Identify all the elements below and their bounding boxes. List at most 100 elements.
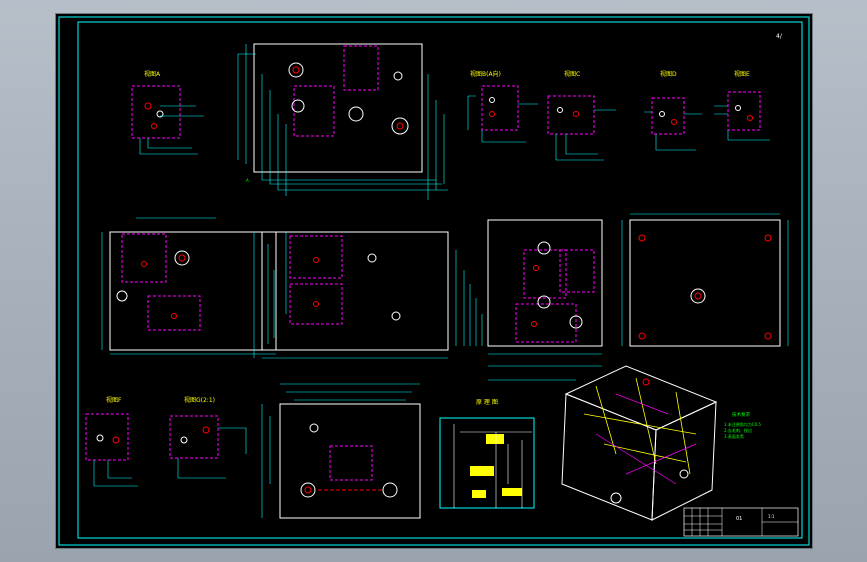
flow-lines xyxy=(453,424,532,508)
port xyxy=(396,122,404,130)
dimension-lines xyxy=(101,217,287,355)
valve-mount xyxy=(329,445,373,481)
port xyxy=(174,250,190,266)
port xyxy=(112,436,120,444)
view-center-middle xyxy=(253,231,449,359)
valve-symbol xyxy=(502,488,522,496)
port xyxy=(348,106,364,122)
valve-mount-2 xyxy=(289,283,343,325)
dimension-lines xyxy=(261,383,420,518)
port xyxy=(313,301,319,307)
dimension-lines xyxy=(621,213,789,346)
view-f: 视图F xyxy=(85,396,138,487)
port xyxy=(144,102,152,110)
drawing-sheet: 4/ 视图A A 视图B(A向) 视图C xyxy=(56,14,812,548)
view-b: 视图B(A向) xyxy=(467,70,538,143)
title-block-partno: 01 xyxy=(736,516,742,522)
port xyxy=(156,110,164,118)
isometric-view xyxy=(561,365,718,521)
dimension-lines xyxy=(177,427,247,479)
view-far-right-middle xyxy=(621,213,789,347)
port xyxy=(735,105,741,111)
dimension-lines xyxy=(237,44,448,200)
view-g-body xyxy=(169,415,219,459)
port xyxy=(393,71,403,81)
port xyxy=(391,311,401,321)
port xyxy=(292,66,300,74)
view-b-label: 视图B(A向) xyxy=(470,70,501,78)
dimension-lines xyxy=(467,95,538,143)
note-line: 1.未注倒角均为C0.5 xyxy=(724,421,761,427)
inner-border xyxy=(77,21,803,539)
view-a-body xyxy=(131,85,181,139)
valve-mount-1 xyxy=(523,249,567,299)
iso-left-face xyxy=(561,393,657,521)
port xyxy=(151,123,157,129)
view-c-label: 视图C xyxy=(564,70,580,78)
block-outline xyxy=(487,219,603,347)
iso-right-face xyxy=(651,401,717,521)
view-c-body xyxy=(547,95,595,135)
outer-border xyxy=(58,16,810,546)
port xyxy=(638,332,646,340)
port xyxy=(96,434,104,442)
view-b-body xyxy=(481,85,519,131)
valve-symbol xyxy=(472,490,486,498)
dimension-lines xyxy=(253,232,448,359)
technical-notes: 技术要求 1.未注倒角均为C0.5 2.去毛刺、锐边 3.表面发黑 xyxy=(724,411,761,439)
block-outline xyxy=(253,43,423,173)
port xyxy=(313,257,319,263)
valve-mount-1 xyxy=(289,235,343,279)
port xyxy=(610,492,622,504)
port xyxy=(178,254,186,262)
valve-mount-1 xyxy=(121,233,167,283)
port xyxy=(116,290,128,302)
port xyxy=(573,111,579,117)
note-line: 3.表面发黑 xyxy=(724,433,744,439)
port xyxy=(288,62,304,78)
port xyxy=(638,234,646,242)
title-block: 01 1:1 xyxy=(683,507,799,537)
view-e-body xyxy=(727,91,761,131)
port xyxy=(202,426,210,434)
view-a-label: 视图A xyxy=(144,70,161,78)
port xyxy=(679,469,689,479)
view-f-body xyxy=(85,413,129,461)
port xyxy=(489,111,495,117)
view-c: 视图C xyxy=(547,70,616,161)
port xyxy=(382,482,398,498)
corner-mark: 4/ xyxy=(776,33,783,40)
view-g: 视图G(2:1) xyxy=(169,396,247,479)
dimension-lines xyxy=(139,105,204,155)
port xyxy=(764,234,772,242)
view-e-label: 视图E xyxy=(734,70,750,78)
port xyxy=(531,321,537,327)
title-block-scale: 1:1 xyxy=(768,514,775,519)
port xyxy=(291,99,305,113)
view-a: 视图A xyxy=(131,70,204,155)
port xyxy=(304,486,312,494)
port xyxy=(694,292,702,300)
port xyxy=(659,111,665,117)
main-top-view: A xyxy=(237,43,448,200)
dimension-lines xyxy=(93,460,138,487)
internal-passages xyxy=(583,377,697,475)
valve-mount-2 xyxy=(559,249,595,293)
view-d-body xyxy=(651,97,685,135)
schematic-label: 原 理 图 xyxy=(476,399,498,406)
valve-mount-2 xyxy=(147,295,201,331)
valve-mount-2 xyxy=(293,85,335,137)
port xyxy=(642,378,650,386)
port xyxy=(764,332,772,340)
internal-passages-2 xyxy=(595,393,697,485)
port xyxy=(533,265,539,271)
port xyxy=(367,253,377,263)
port xyxy=(537,295,551,309)
view-d: 视图D xyxy=(644,70,702,151)
view-left-middle xyxy=(101,217,287,355)
view-right-middle xyxy=(455,219,603,381)
valve-mount-1 xyxy=(343,45,379,91)
note-title: 技术要求 xyxy=(732,411,750,418)
hydraulic-schematic: 原 理 图 xyxy=(439,399,535,509)
port xyxy=(391,117,409,135)
